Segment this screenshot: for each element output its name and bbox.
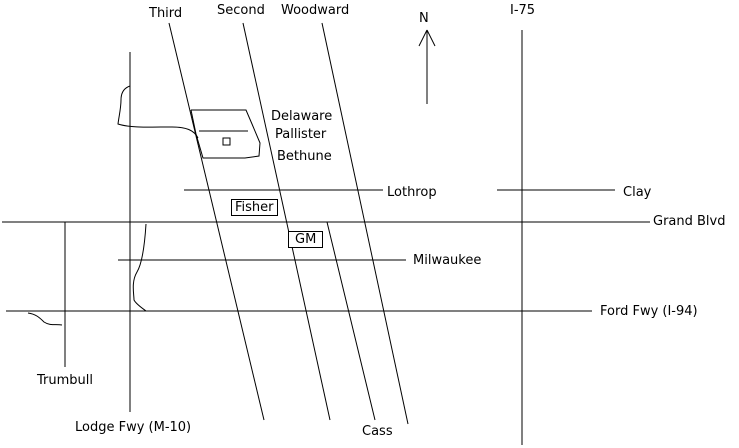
milwaukee-label: Milwaukee — [413, 253, 482, 268]
north-arrow-icon — [418, 29, 436, 104]
third-label: Third — [149, 6, 183, 21]
trumbull-label: Trumbull — [37, 373, 93, 388]
grand-blvd-label: Grand Blvd — [653, 214, 726, 229]
lothrop-label: Lothrop — [387, 185, 437, 200]
woodward-road — [321, 22, 409, 425]
fisher-building: Fisher — [231, 199, 278, 216]
cass-label: Cass — [362, 424, 393, 439]
boundary-curve-upper — [117, 85, 199, 139]
compass-north-label: N — [419, 11, 429, 26]
i75-label: I-75 — [510, 3, 536, 18]
lodge-fwy-label: Lodge Fwy (M-10) — [75, 420, 192, 435]
boundary-curve-lower — [132, 223, 147, 312]
bethune-label: Bethune — [277, 149, 332, 164]
woodward-label: Woodward — [281, 3, 350, 18]
second-label: Second — [217, 3, 265, 18]
cass-road — [278, 221, 376, 421]
delaware-label: Delaware — [271, 109, 333, 124]
pallister-label: Pallister — [275, 127, 327, 142]
clay-label: Clay — [623, 185, 652, 200]
ford-fwy-label: Ford Fwy (I-94) — [600, 304, 698, 319]
gm-building: GM — [288, 231, 324, 248]
boundary-curve-west — [27, 312, 63, 326]
block-outline — [190, 109, 261, 159]
building-marker-icon — [222, 137, 231, 146]
third-road — [168, 22, 265, 421]
